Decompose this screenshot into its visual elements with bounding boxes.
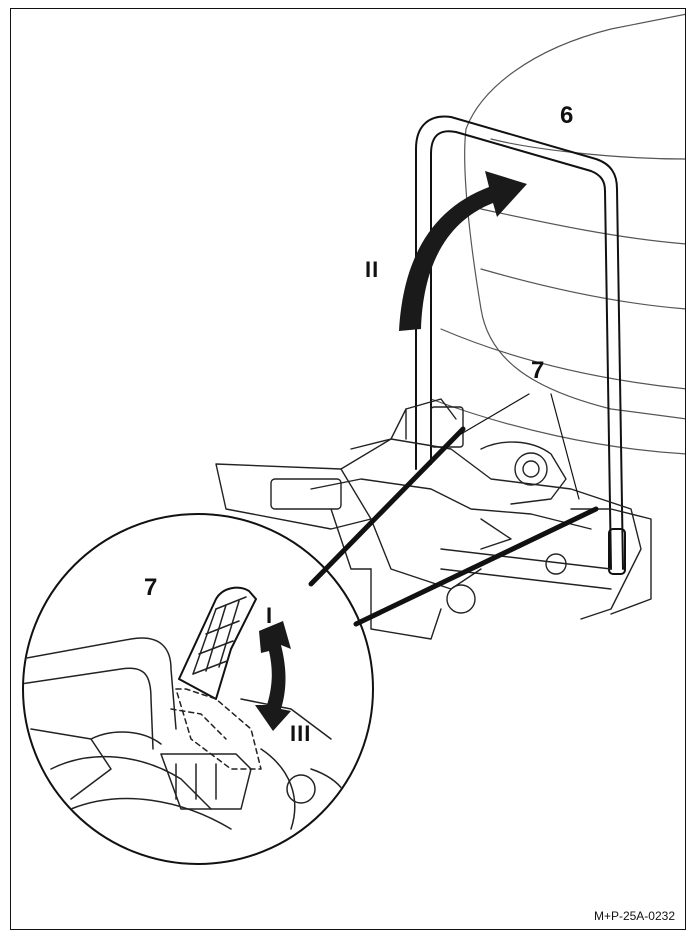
arrow-I-III xyxy=(255,621,291,731)
zoom-connectors xyxy=(308,426,599,627)
bike-carrier-illustration xyxy=(22,13,685,865)
detail-circle xyxy=(22,513,374,865)
folding-bar-6 xyxy=(415,115,626,575)
arrow-II xyxy=(399,171,527,331)
callout-part-7-main: 7 xyxy=(531,357,545,384)
leader-lines-7 xyxy=(460,393,580,500)
vehicle-rear-outline xyxy=(430,13,685,455)
reference-code: M+P-25A-0232 xyxy=(593,909,675,923)
diagram-frame: 6 7 7 II I III M+P-25A-0232 xyxy=(10,8,686,930)
carrier-base xyxy=(215,398,652,640)
callout-part-7-detail: 7 xyxy=(144,574,158,601)
callout-part-6: 6 xyxy=(560,102,574,129)
callout-step-III: III xyxy=(290,721,312,746)
callout-step-I: I xyxy=(266,603,274,628)
callout-step-II: II xyxy=(365,257,380,282)
